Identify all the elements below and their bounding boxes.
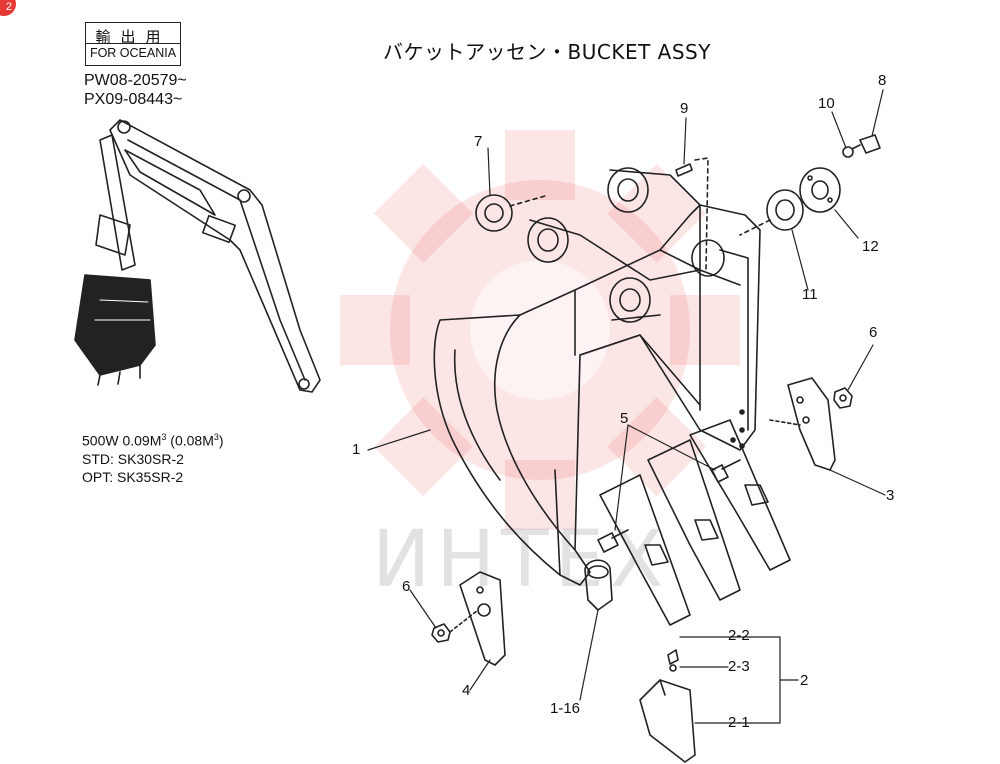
bolt-8 <box>851 134 881 154</box>
callout-2-3: 2-3 <box>728 658 750 675</box>
callout-10: 10 <box>818 95 835 112</box>
cube-superscript: 3 <box>161 432 167 442</box>
nut-6-left <box>431 609 479 643</box>
spec-std: STD: SK30SR-2 <box>82 451 184 467</box>
callout-8: 8 <box>878 72 887 89</box>
side-cutter-right <box>769 377 836 471</box>
serial-range-1: PW08-20579~ <box>84 72 187 89</box>
shim-11 <box>739 189 804 236</box>
bushing-7 <box>475 194 546 232</box>
adapter-1-16 <box>584 559 613 611</box>
leader-lines <box>367 89 886 724</box>
callout-1: 1 <box>352 441 361 458</box>
callout-12: 12 <box>862 238 879 255</box>
callout-7: 7 <box>474 133 483 150</box>
bolt-5-a <box>597 529 629 553</box>
washer-10 <box>842 146 854 158</box>
callout-11: 11 <box>802 286 818 303</box>
serial-range-2: PX09-08443~ <box>84 91 183 108</box>
bucket-body <box>433 204 761 586</box>
callout-3: 3 <box>886 487 895 504</box>
cube-superscript-alt: 3 <box>213 432 219 442</box>
callout-5: 5 <box>620 410 629 427</box>
spec-opt: OPT: SK35SR-2 <box>82 469 184 485</box>
capacity-alt-close: ) <box>218 432 224 449</box>
callout-2: 2 <box>800 672 809 689</box>
plate-12 <box>799 167 841 213</box>
callout-6-left: 6 <box>402 578 411 595</box>
tooth-2-assembly <box>639 649 696 763</box>
bucket-pin-bosses <box>527 167 725 323</box>
capacity-main: 500W 0.09M <box>82 432 162 449</box>
callout-4: 4 <box>462 682 471 699</box>
bucket-teeth <box>599 419 791 626</box>
pin-9 <box>675 157 709 271</box>
callout-9: 9 <box>680 100 689 117</box>
callout-1-16: 1-16 <box>550 700 581 717</box>
capacity-alt-open: (0.08M <box>166 432 214 449</box>
bolt-5-b <box>711 459 741 483</box>
spec-capacity: 500W 0.09M3 (0.08M3) <box>82 432 224 449</box>
callout-6-right: 6 <box>869 324 878 341</box>
callout-2-2: 2-2 <box>728 627 750 644</box>
diagram-title: バケットアッセン・BUCKET ASSY <box>383 40 711 64</box>
callout-2-1: 2-1 <box>728 714 750 731</box>
export-box: 輸出用 FOR OCEANIA <box>85 22 181 66</box>
page-number-badge: 2 <box>0 0 16 16</box>
excavator-arm-illustration <box>74 119 321 393</box>
nut-6-right <box>833 387 853 409</box>
export-label-en: FOR OCEANIA <box>86 43 180 62</box>
export-label-jp: 輸出用 <box>95 28 171 46</box>
side-cutter-left <box>459 571 506 666</box>
